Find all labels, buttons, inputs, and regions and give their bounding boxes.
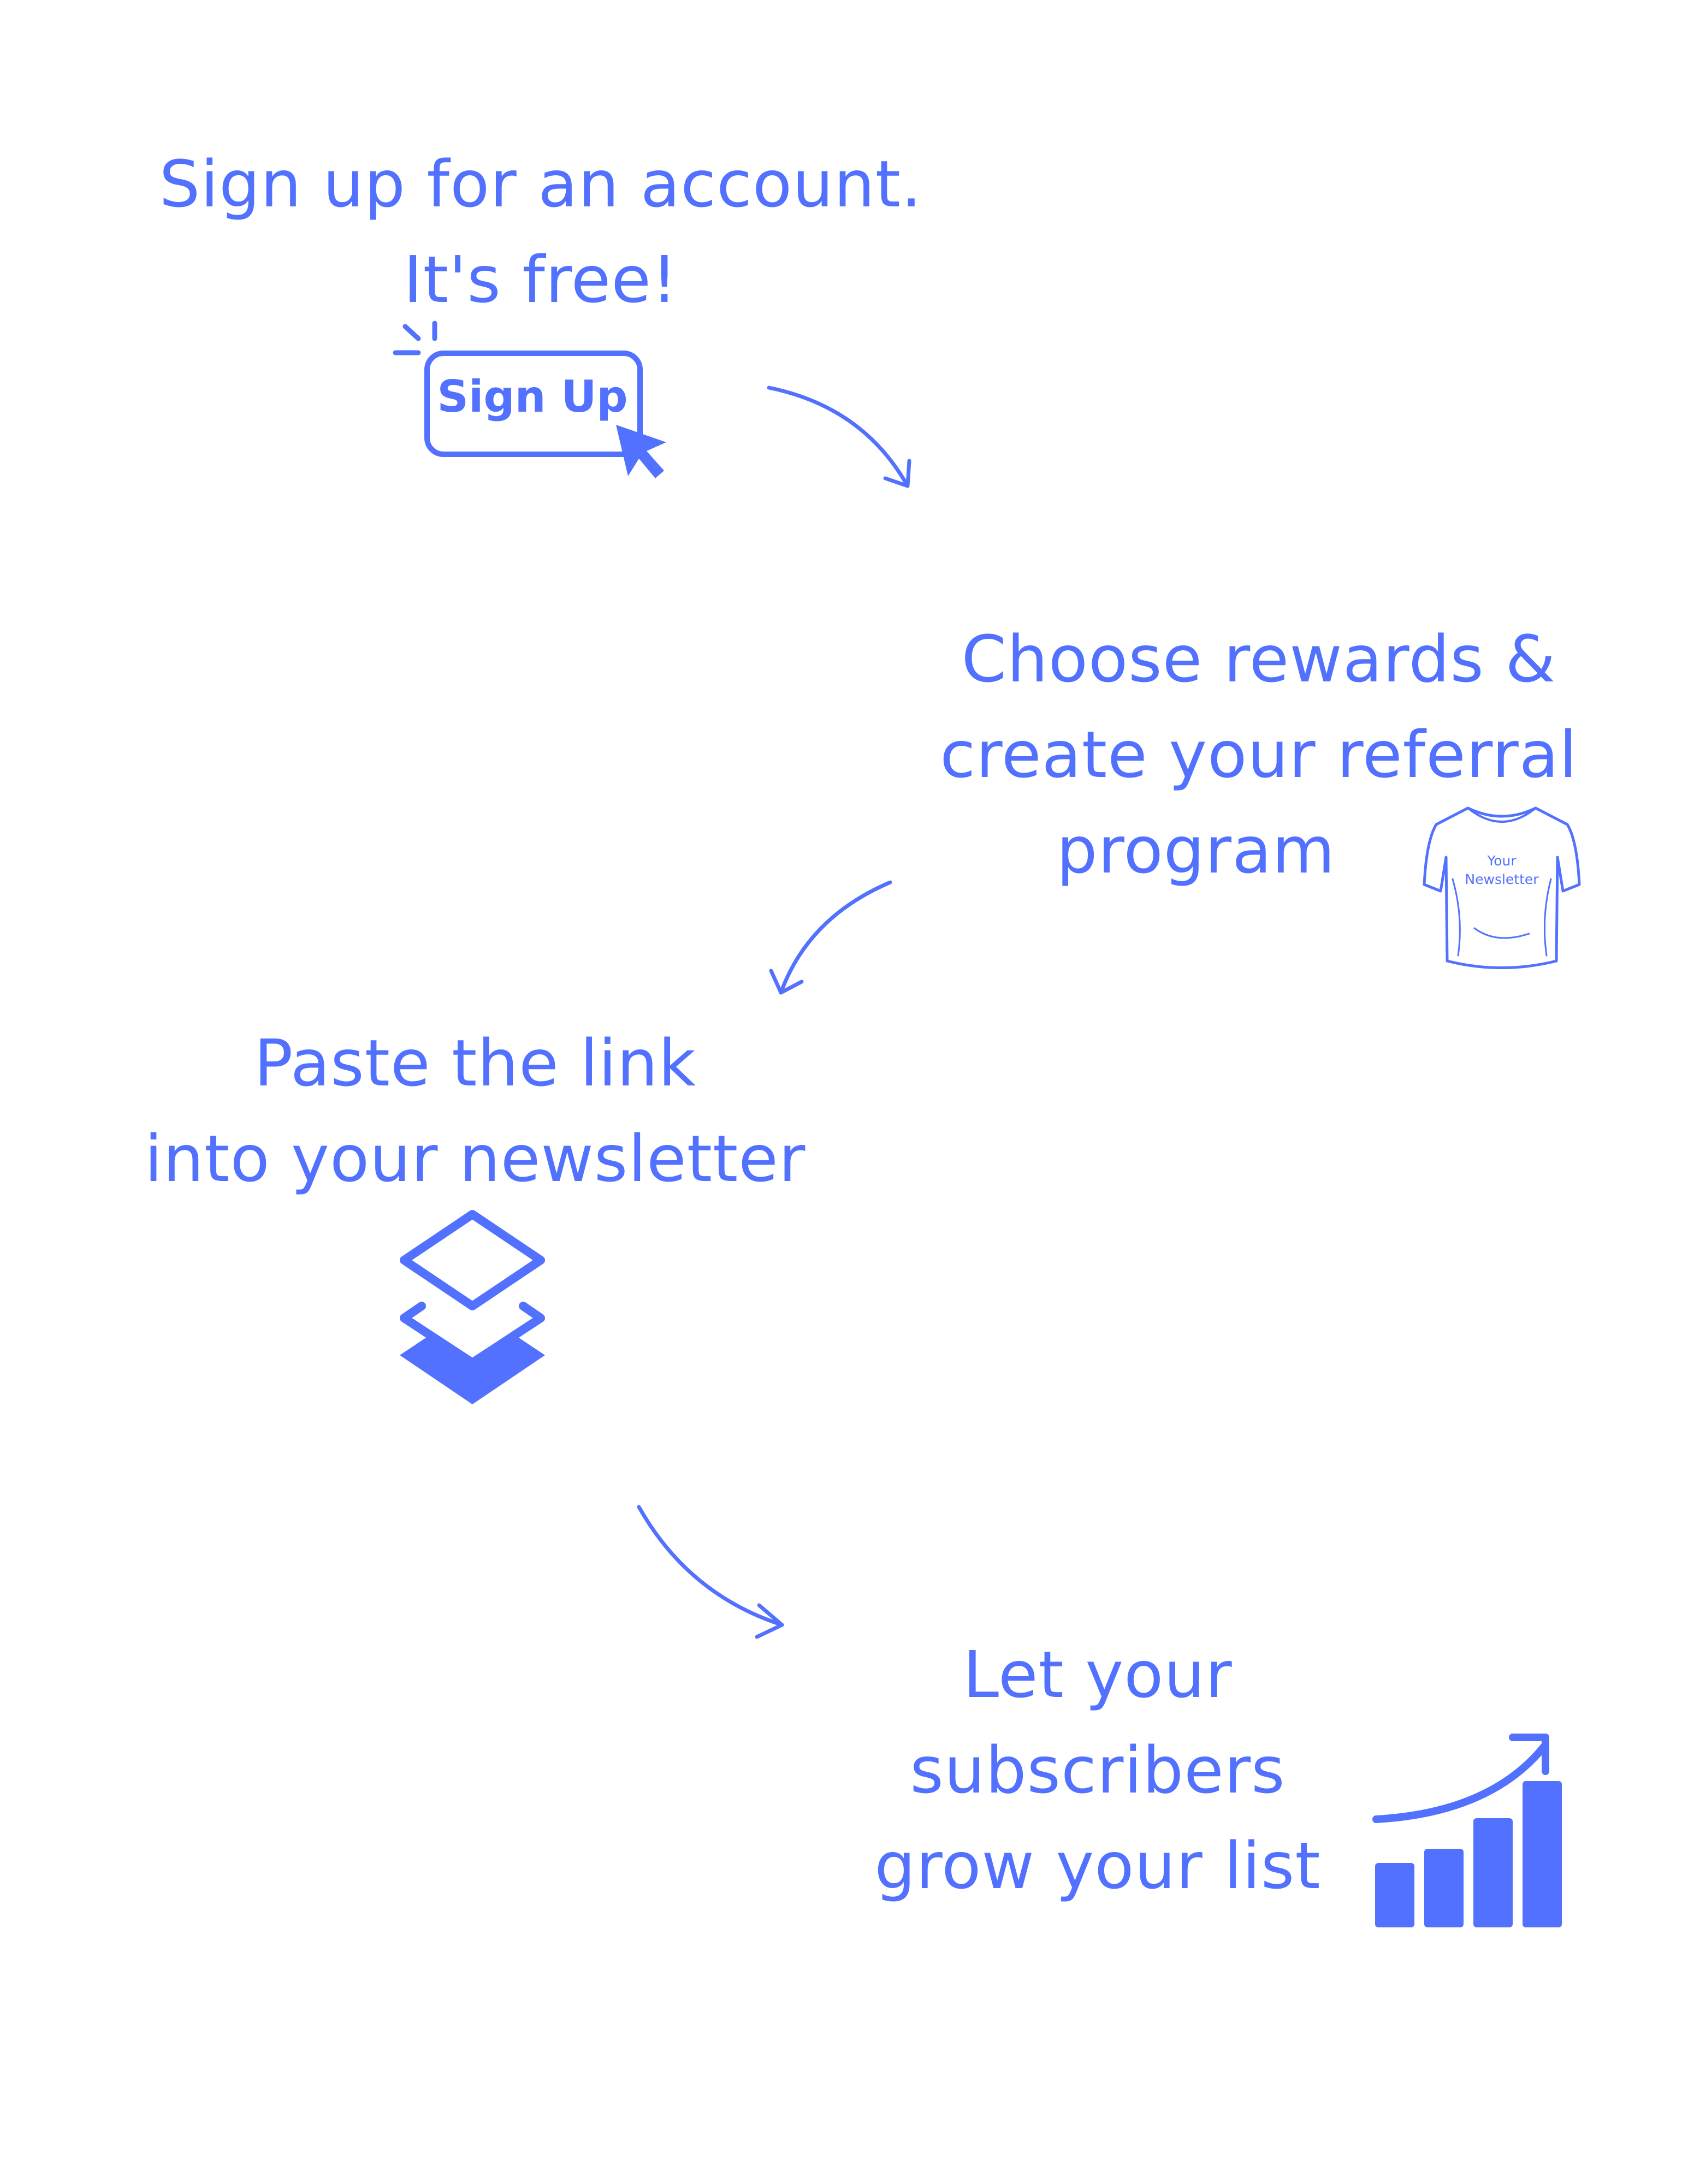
tshirt-icon — [1423, 806, 1581, 969]
step-1-text: Sign up for an account. It's free! — [142, 136, 939, 328]
signup-button-frame — [424, 351, 643, 457]
signup-button-label: Sign Up — [437, 371, 628, 422]
step-1-line-1: Sign up for an account. — [159, 146, 922, 222]
step-2-line-2: create your referral — [940, 717, 1578, 792]
bar-chart-growth-icon — [1372, 1734, 1562, 1927]
step-3-line-1: Paste the link — [254, 1025, 696, 1101]
click-burst-icon — [393, 321, 437, 355]
step-4-line-2: subscribers — [910, 1732, 1286, 1808]
tshirt-print-line-2: Newsletter — [1465, 871, 1539, 887]
step-2-line-1: Choose rewards & — [961, 621, 1556, 697]
step-4-line-1: Let your — [963, 1637, 1233, 1712]
chart-bar — [1424, 1849, 1464, 1927]
chart-bar — [1473, 1818, 1513, 1927]
curved-arrow-icon — [767, 385, 911, 488]
step-2-line-3: program — [1056, 812, 1336, 888]
layers-icon — [400, 1210, 545, 1404]
step-3-text: Paste the link into your newsletter — [131, 1016, 819, 1207]
signup-button[interactable]: Sign Up — [426, 371, 639, 422]
step-4-text: Let your subscribers grow your list — [852, 1627, 1343, 1914]
chart-bar — [1523, 1781, 1562, 1927]
step-4-line-3: grow your list — [874, 1828, 1321, 1903]
step-1-line-2: It's free! — [403, 242, 678, 317]
cursor-icon — [616, 425, 666, 478]
tshirt-print-line-1: Your — [1487, 853, 1517, 869]
curved-arrow-icon — [637, 1505, 784, 1639]
tshirt-print: Your Newsletter — [1447, 852, 1556, 889]
step-2-text: Choose rewards & create your referral pr… — [907, 612, 1611, 898]
step-3-line-2: into your newsletter — [144, 1121, 806, 1196]
curved-arrow-icon — [769, 880, 892, 995]
chart-bar — [1375, 1863, 1414, 1927]
